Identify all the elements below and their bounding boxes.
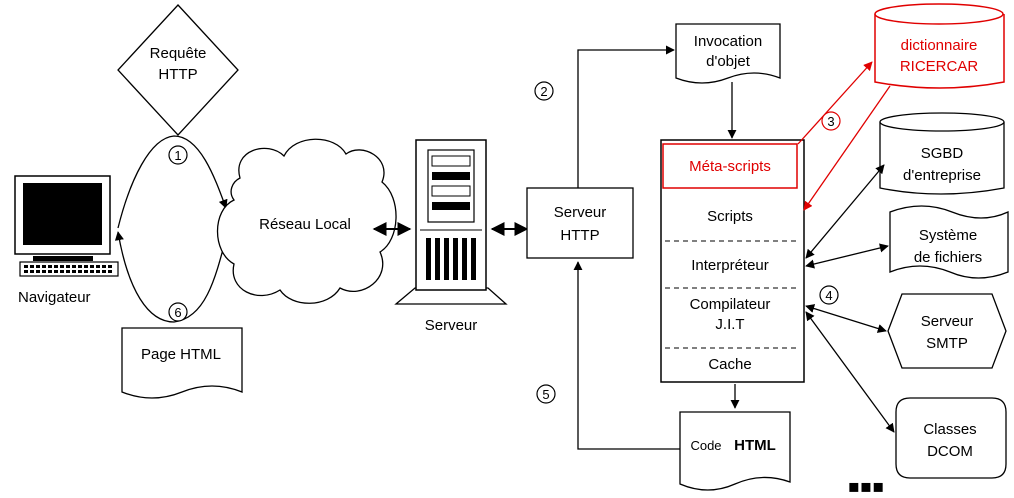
serveur-smtp-node: Serveur SMTP (887, 293, 1007, 369)
page-html-node: Page HTML (121, 327, 243, 399)
meta-scripts-label: Méta-scripts (689, 158, 771, 175)
svg-text:5: 5 (542, 387, 549, 402)
classes-line2: DCOM (927, 443, 973, 460)
sgbd-line1: SGBD (921, 145, 964, 162)
step-6-badge: 6 (168, 302, 188, 322)
serveur-http-line1: Serveur (554, 204, 607, 221)
code-label: Code (690, 438, 721, 453)
dictionnaire-line2: RICERCAR (900, 58, 979, 75)
html-label: HTML (734, 437, 776, 454)
requete-http-node: Requête HTTP (117, 4, 239, 136)
sgbd-line2: d'entreprise (903, 167, 981, 184)
invocation-line2: d'objet (706, 53, 751, 70)
smtp-line1: Serveur (921, 313, 974, 330)
dictionary-to-scripts-arrow (803, 85, 891, 211)
reseau-local-cloud: Réseau Local (216, 138, 397, 304)
svg-text:3: 3 (827, 114, 834, 129)
requete-label-line1: Requête (150, 45, 207, 62)
request-arc (117, 135, 228, 229)
svg-text:2: 2 (540, 84, 547, 99)
scripts-label: Scripts (707, 208, 753, 225)
step-2-badge: 2 (534, 81, 554, 101)
step-4-badge: 4 (819, 285, 839, 305)
serveur-http-node: Serveur HTTP (526, 187, 634, 259)
page-html-label: Page HTML (141, 346, 221, 363)
smtp-line2: SMTP (926, 335, 968, 352)
svg-text:6: 6 (174, 305, 181, 320)
classes-dcom-node: Classes DCOM (895, 397, 1007, 479)
step-1-badge: 1 (168, 145, 188, 165)
server-tower-icon (394, 139, 508, 305)
meta-scripts-box (662, 143, 798, 189)
dictionnaire-ricercar-node: dictionnaire RICERCAR (874, 3, 1005, 89)
classes-line1: Classes (923, 421, 976, 438)
code-html-node: Code HTML (679, 411, 791, 491)
sgbd-node: SGBD d'entreprise (879, 112, 1005, 195)
step-3-badge: 3 (821, 111, 841, 131)
svg-text:4: 4 (825, 288, 832, 303)
engine-files-link (805, 243, 889, 269)
engine-sgbd-link (805, 164, 885, 259)
engine-smtp-link (805, 304, 887, 333)
invocation-line1: Invocation (694, 33, 762, 50)
code-html-return-path (573, 261, 680, 450)
interpreteur-label: Interpréteur (691, 257, 769, 274)
dictionnaire-line1: dictionnaire (901, 37, 978, 54)
navigateur-label: Navigateur (18, 289, 91, 306)
systeme-line2: de fichiers (914, 249, 982, 266)
more-services-ellipsis: ▪▪▪ (848, 476, 885, 497)
meta-to-dictionary-arrow (797, 61, 873, 145)
cache-label: Cache (708, 356, 751, 373)
engine-dcom-link (805, 311, 895, 433)
invocation-objet-node: Invocation d'objet (675, 23, 781, 84)
compilateur-line2: J.I.T (715, 316, 744, 333)
script-engine-stack: Méta-scripts Scripts Interpréteur Compil… (660, 139, 805, 383)
systeme-fichiers-node: Système de fichiers (889, 205, 1009, 279)
serveur-label: Serveur (425, 317, 478, 334)
reseau-local-label: Réseau Local (259, 216, 351, 233)
requete-label-line2: HTTP (158, 66, 197, 83)
invocation-path (577, 45, 675, 188)
compilateur-line1: Compilateur (690, 296, 771, 313)
serveur-http-line2: HTTP (560, 227, 599, 244)
svg-text:1: 1 (174, 148, 181, 163)
systeme-line1: Système (919, 227, 977, 244)
step-5-badge: 5 (536, 384, 556, 404)
response-arc (114, 231, 227, 323)
computer-icon (14, 175, 119, 277)
